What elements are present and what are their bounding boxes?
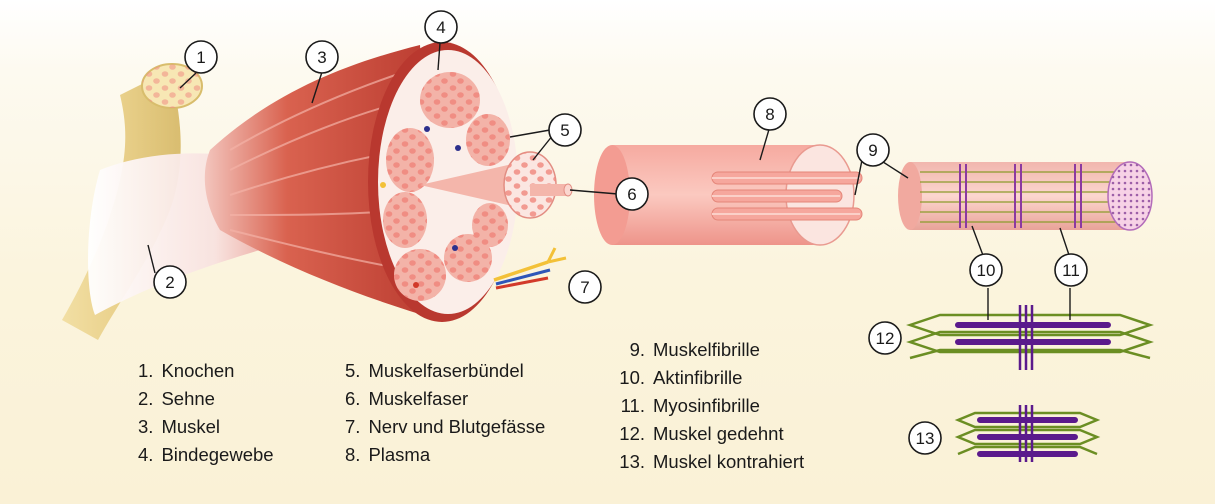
callout-8: 8	[754, 98, 786, 130]
callout-9: 9	[857, 134, 889, 166]
legend-item: 12.Muskel gedehnt	[618, 420, 804, 448]
callout-6: 6	[616, 178, 648, 210]
legend-item: 10.Aktinfibrille	[618, 364, 804, 392]
svg-text:5: 5	[560, 121, 569, 140]
callout-4: 4	[425, 11, 457, 43]
svg-text:7: 7	[580, 278, 589, 297]
legend-item: 6.Muskelfaser	[345, 385, 545, 413]
callout-3: 3	[306, 41, 338, 73]
legend-column-1: 1.Knochen 2.Sehne 3.Muskel 4.Bindegewebe	[138, 357, 274, 469]
svg-text:13: 13	[916, 429, 935, 448]
svg-text:3: 3	[317, 48, 326, 67]
callout-2: 2	[154, 266, 186, 298]
sarcomere-stretched	[910, 305, 1150, 370]
legend-item: 3.Muskel	[138, 413, 274, 441]
callout-5: 5	[549, 114, 581, 146]
legend-item: 9.Muskelfibrille	[618, 336, 804, 364]
svg-text:12: 12	[876, 329, 895, 348]
svg-text:10: 10	[977, 261, 996, 280]
svg-text:9: 9	[868, 141, 877, 160]
legend-column-2: 5.Muskelfaserbündel 6.Muskelfaser 7.Nerv…	[345, 357, 545, 469]
callout-7: 7	[569, 271, 601, 303]
svg-text:6: 6	[627, 185, 636, 204]
callout-10: 10	[970, 254, 1002, 286]
legend-item: 5.Muskelfaserbündel	[345, 357, 545, 385]
legend-item: 8.Plasma	[345, 441, 545, 469]
svg-text:4: 4	[436, 18, 445, 37]
legend-item: 1.Knochen	[138, 357, 274, 385]
legend-item: 11.Myosinfibrille	[618, 392, 804, 420]
callout-11: 11	[1055, 254, 1087, 286]
callout-12: 12	[869, 322, 901, 354]
svg-text:8: 8	[765, 105, 774, 124]
callout-1: 1	[185, 41, 217, 73]
callout-13: 13	[909, 422, 941, 454]
svg-text:2: 2	[165, 273, 174, 292]
sarcomere-contracted	[958, 405, 1097, 462]
legend-item: 2.Sehne	[138, 385, 274, 413]
legend-column-3: 9.Muskelfibrille 10.Aktinfibrille 11.Myo…	[618, 336, 804, 476]
legend-item: 4.Bindegewebe	[138, 441, 274, 469]
muscle-fibril	[898, 162, 1152, 230]
svg-text:1: 1	[196, 48, 205, 67]
muscle-fiber	[530, 184, 572, 196]
legend-item: 7.Nerv und Blutgefässe	[345, 413, 545, 441]
legend-item: 13.Muskel kontrahiert	[618, 448, 804, 476]
svg-text:11: 11	[1062, 261, 1080, 280]
